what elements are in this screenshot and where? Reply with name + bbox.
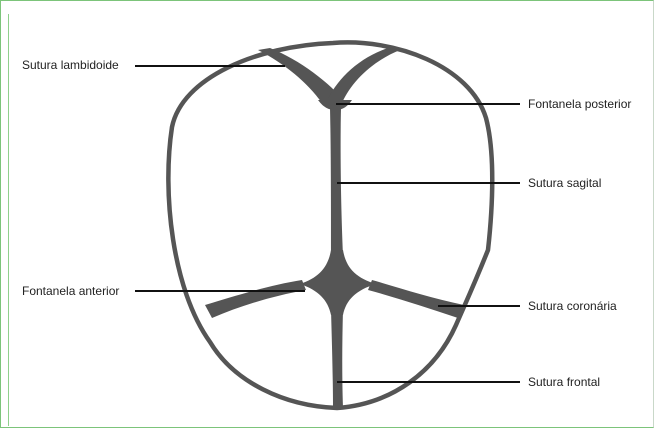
lambdoid-suture-right bbox=[326, 48, 400, 103]
frontal-suture bbox=[331, 310, 343, 408]
label-fontanela-anterior: Fontanela anterior bbox=[22, 284, 119, 298]
label-fontanela-posterior: Fontanela posterior bbox=[528, 97, 631, 111]
coronal-suture-right bbox=[368, 280, 464, 318]
label-sutura-sagital: Sutura sagital bbox=[528, 176, 601, 190]
label-sutura-frontal: Sutura frontal bbox=[528, 375, 600, 389]
sagittal-suture bbox=[330, 108, 343, 255]
coronal-suture-left bbox=[205, 280, 306, 318]
anterior-fontanelle bbox=[300, 250, 376, 315]
label-sutura-coronaria: Sutura coronária bbox=[528, 299, 617, 313]
label-sutura-lambdoide: Sutura lambidoide bbox=[22, 58, 119, 72]
